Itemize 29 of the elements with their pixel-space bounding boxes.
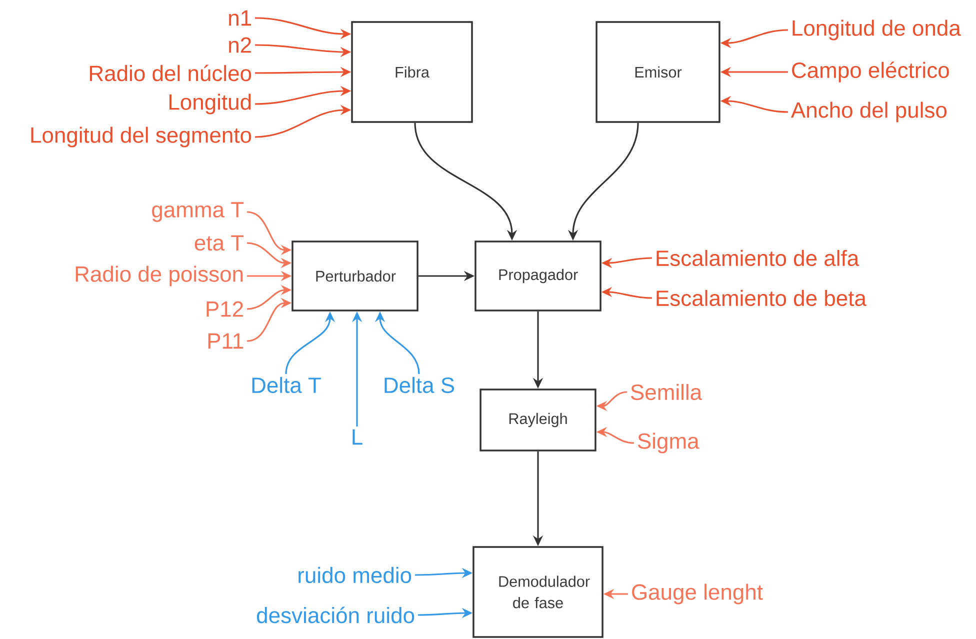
parameter-label: ruido medio	[298, 566, 412, 584]
parameter-label: Gauge lenght	[632, 584, 763, 604]
process-box: Rayleigh	[480, 388, 596, 452]
parameter-label: Ancho del pulso	[790, 102, 947, 122]
parameter-label: n1	[229, 10, 251, 26]
parameter-label: Radio del núcleo	[90, 64, 252, 82]
process-box: Emisor	[596, 21, 720, 123]
parameter-label: Semilla	[630, 384, 702, 400]
parameter-label: desviación ruido	[257, 606, 414, 624]
parameter-label: n2	[229, 37, 251, 53]
parameter-label: Longitud del segmento	[31, 126, 252, 148]
parameter-label: Campo eléctrico	[792, 62, 949, 82]
parameter-label: eta T	[194, 235, 244, 251]
parameter-label: L	[352, 429, 362, 445]
parameter-label: Escalamiento de alfa	[656, 250, 860, 266]
parameter-label: Escalamiento de beta	[656, 290, 866, 306]
process-box: Perturbador	[292, 240, 418, 312]
parameter-label: P11	[208, 333, 243, 349]
parameter-label: Sigma	[638, 432, 700, 454]
parameter-label: Delta S	[384, 376, 454, 394]
process-box: Demodulador de fase	[472, 546, 604, 638]
parameter-label: Delta T	[252, 376, 321, 394]
parameter-label: gamma T	[152, 202, 244, 222]
parameter-label: P12	[206, 301, 243, 317]
process-box: Propagador	[474, 240, 602, 312]
process-box: Fibra	[351, 21, 473, 123]
parameter-label: Longitud de onda	[792, 20, 961, 40]
parameter-label: Radio de poisson	[76, 266, 243, 286]
parameter-label: Longitud	[169, 94, 251, 114]
